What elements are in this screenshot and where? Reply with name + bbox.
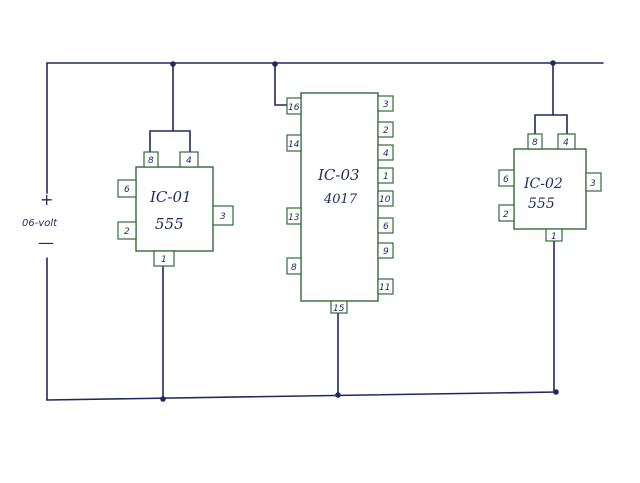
ic3-pin-8-label: 8 <box>291 263 297 273</box>
ic3-pin-8 <box>286 257 302 275</box>
ic1-name: IC-01 <box>149 188 192 206</box>
ic3-pin-r9-label: 9 <box>383 247 389 257</box>
battery-label: 06-volt <box>22 218 58 229</box>
ic3-pin-16 <box>286 97 302 115</box>
ic3-pin-14-label: 14 <box>288 140 300 150</box>
ic2-chip: IC-02 555 8 4 6 2 3 1 <box>498 133 602 242</box>
ic1-body <box>135 166 214 252</box>
ic3-name: IC-03 <box>317 166 360 184</box>
ic1-pin-6 <box>117 179 137 198</box>
junction-dot-ic2-bottom <box>553 389 559 395</box>
ic3-pin-r10-label: 10 <box>379 195 391 205</box>
ic2-pin-2-label: 2 <box>503 210 509 220</box>
junction-dot-ic3-top <box>272 61 278 67</box>
ic3-supply-wire <box>274 62 288 106</box>
ic3-pin-14 <box>286 134 302 152</box>
ic2-pin-8 <box>527 133 543 150</box>
ic2-name: IC-02 <box>523 176 563 192</box>
ic2-pin-6 <box>498 169 515 187</box>
ic1-pin-1-label: 1 <box>161 255 167 265</box>
ic1-pin-6-label: 6 <box>124 185 130 195</box>
ic1-pin-4 <box>179 151 199 168</box>
ic3-pin-r2 <box>377 121 394 138</box>
junction-dot-ic1-top <box>170 61 176 67</box>
ic2-pin8-pin4-link <box>534 114 568 135</box>
ic1-pin-1 <box>153 250 175 267</box>
ic3-pin-r6 <box>377 217 394 234</box>
ic2-pin-4 <box>557 133 576 150</box>
ic1-pin-8-label: 8 <box>148 156 154 166</box>
ic2-pin-8-label: 8 <box>532 138 538 148</box>
ic3-pin-15-label: 15 <box>333 304 345 314</box>
ic3-pin-r11-label: 11 <box>379 283 390 293</box>
battery-minus-sign: — <box>38 233 54 252</box>
ic3-pin-r4-label: 4 <box>383 149 389 159</box>
ic3-pin-16-label: 16 <box>288 103 300 113</box>
ic2-pin-3 <box>585 172 602 192</box>
ic1-pin-3 <box>212 205 234 226</box>
ic3-pin-r4 <box>377 144 394 161</box>
ic3-pin-13 <box>286 207 302 225</box>
ic3-pin-r9 <box>377 242 394 259</box>
battery-plus-sign: + <box>40 190 53 209</box>
ic3-pin-r10 <box>377 190 394 207</box>
junction-dot-ic3-bottom <box>335 392 341 398</box>
ic1-pin-4-label: 4 <box>186 156 192 166</box>
ic1-pin-3-label: 3 <box>220 212 226 222</box>
ic1-pin-2 <box>117 221 137 240</box>
ic2-pin-1 <box>545 228 563 242</box>
ic3-part: 4017 <box>323 192 358 207</box>
ic3-pin-r11 <box>377 278 394 295</box>
ic3-pin-15 <box>330 300 348 314</box>
ic1-chip: IC-01 555 8 4 6 2 3 1 <box>117 151 234 267</box>
bottom-rail <box>46 391 558 401</box>
ic3-pin-r2-label: 2 <box>383 126 389 136</box>
ic2-pin-6-label: 6 <box>503 175 509 185</box>
ic1-pin-2-label: 2 <box>124 227 130 237</box>
ic2-part: 555 <box>528 196 555 212</box>
ic1-pin8-pin4-link <box>149 130 191 153</box>
junction-dot-ic2-top <box>550 60 556 66</box>
ic2-body <box>513 148 587 230</box>
ic1-part: 555 <box>155 215 184 233</box>
ic3-pin-r7 <box>377 167 394 184</box>
junction-dot-ic1-bottom <box>160 396 166 402</box>
ic3-pin-r7-label: 1 <box>383 172 389 182</box>
ic3-pin-r3-label: 3 <box>383 100 389 110</box>
ic3-pin-r6-label: 6 <box>383 222 389 232</box>
ic3-chip: IC-03 4017 16 14 13 8 3 2 4 1 10 1 6 9 1… <box>286 92 394 314</box>
ic3-pin-r3 <box>377 95 394 112</box>
ic2-pin-3-label: 3 <box>590 179 596 189</box>
ic3-pin-13-label: 13 <box>288 213 300 223</box>
ic1-pin-8 <box>143 151 159 168</box>
ic2-pin-4-label: 4 <box>563 138 569 148</box>
ic2-pin-1-label: 1 <box>551 232 557 242</box>
ic2-pin-2 <box>498 204 515 222</box>
